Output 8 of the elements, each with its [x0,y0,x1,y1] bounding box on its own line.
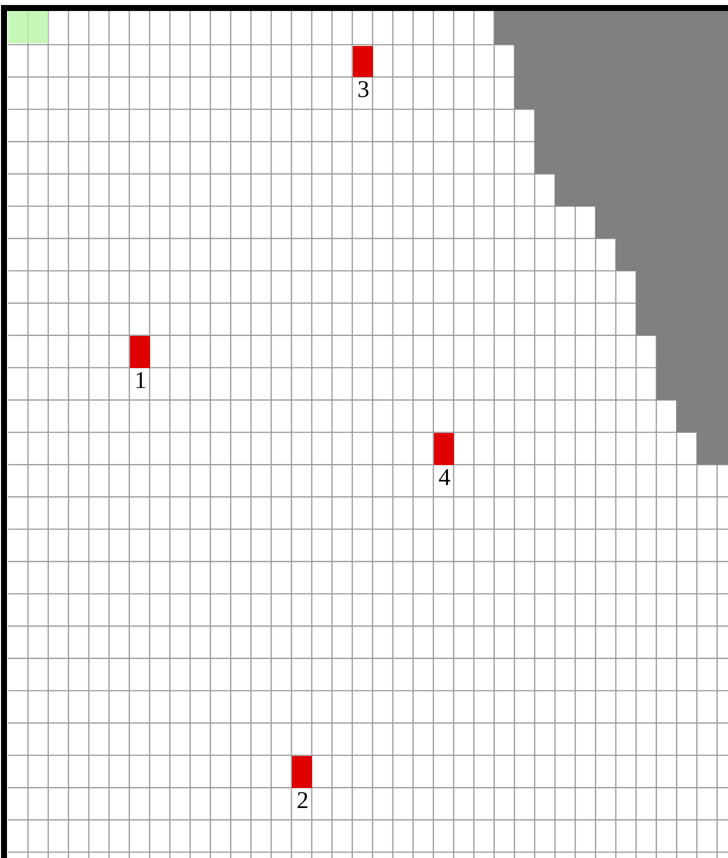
cell-number: 1 [133,368,148,393]
target-cell [292,756,312,788]
target-cell [353,46,373,77]
cell-number: 3 [356,78,370,102]
cell-number: 4 [438,466,452,490]
cell-number: 2 [296,788,310,813]
target-cell [434,433,454,465]
target-cell [130,336,150,368]
